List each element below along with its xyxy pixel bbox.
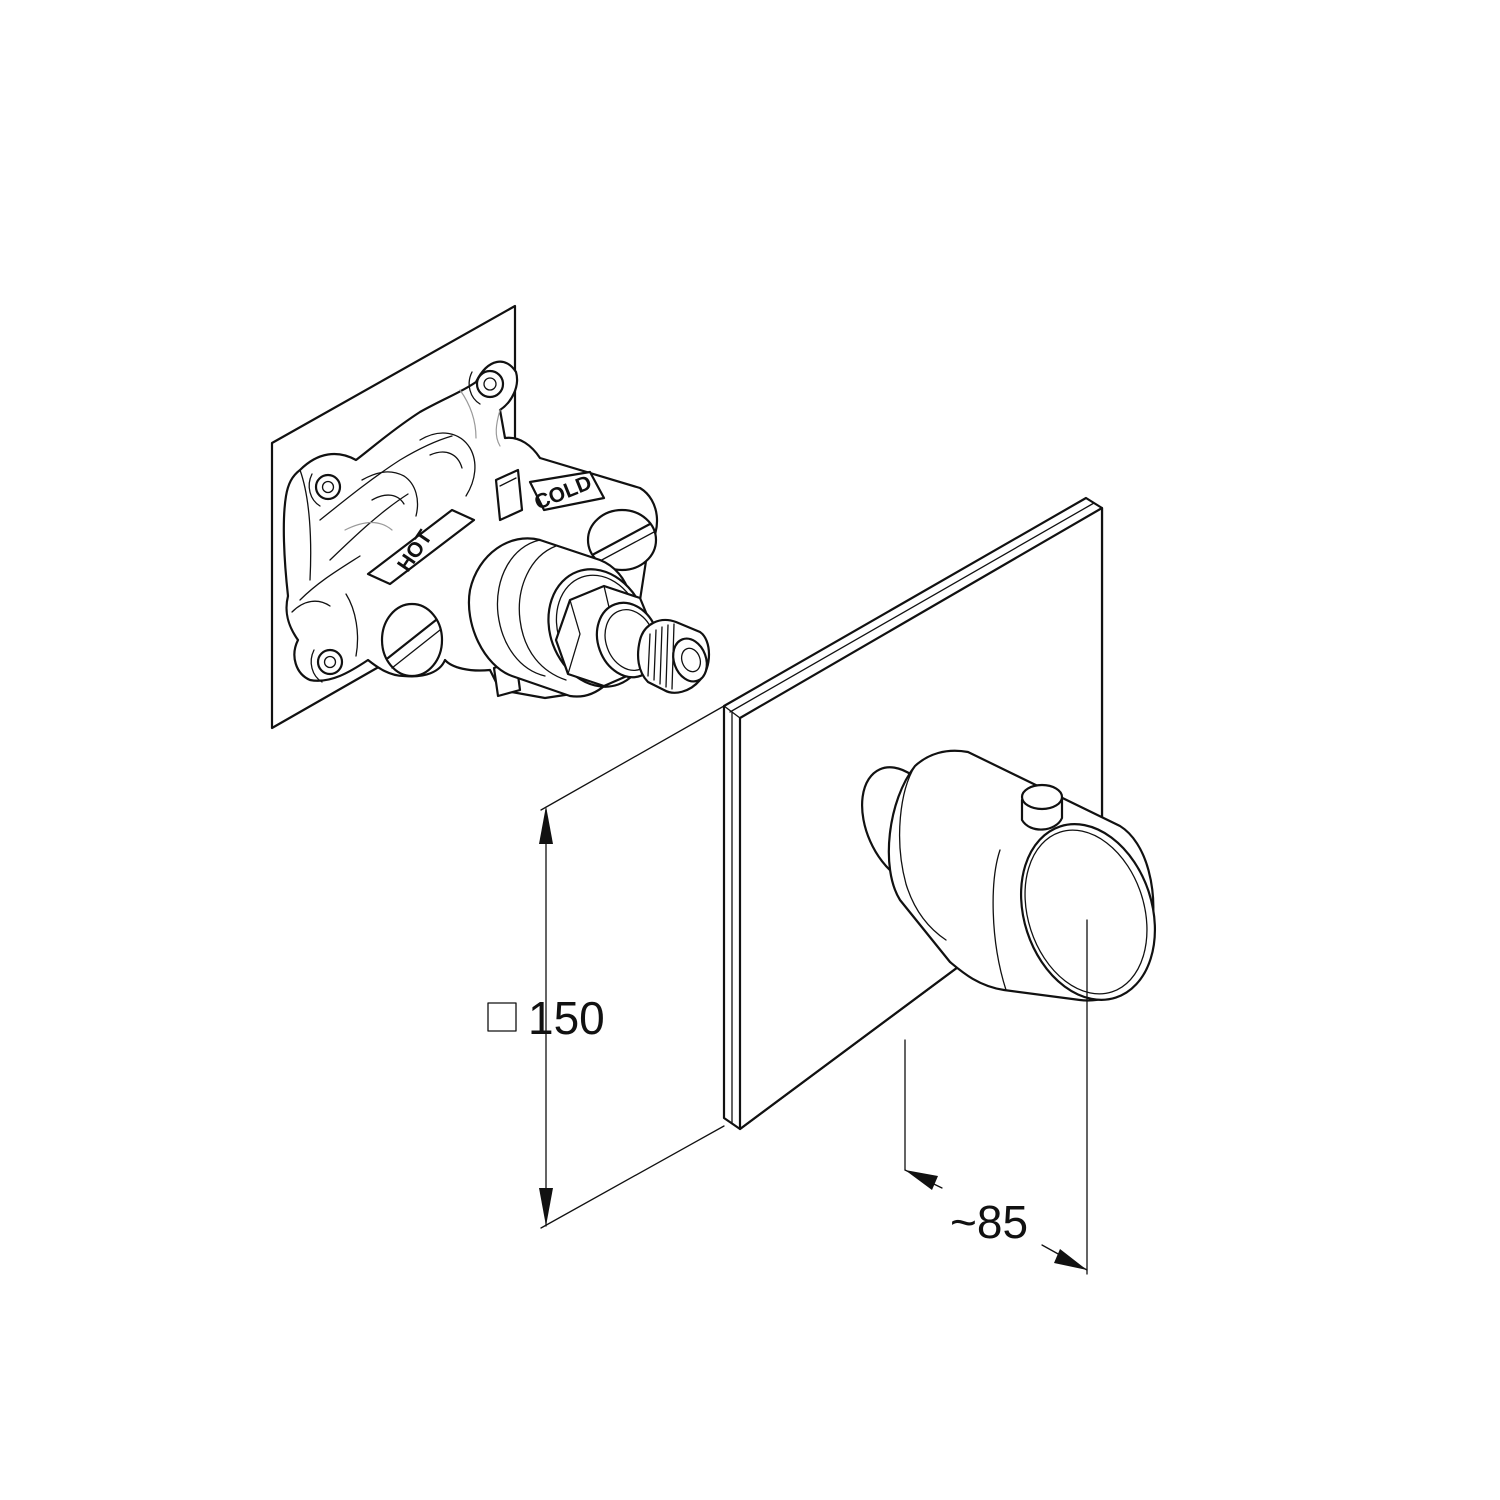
rough-in-valve-body: HOT COLD [270,304,711,730]
handle-end-face [1019,823,1157,1001]
safety-stop-button [1020,783,1064,831]
hot-stop-plug [380,602,444,678]
dimension-plate-size: 150 [487,705,725,1229]
square-symbol [487,1002,517,1032]
mounting-screw-top-left [308,473,342,507]
cold-stop-plug [586,508,658,572]
mounting-screw-top-right [468,369,505,405]
plate-size-value: 150 [528,992,605,1044]
vent-tab [494,468,524,522]
mounting-screw-bottom-left [310,648,344,683]
splined-spindle [637,618,711,694]
dimension-projection: ~85 [904,919,1088,1275]
projection-value: ~85 [950,1196,1028,1248]
